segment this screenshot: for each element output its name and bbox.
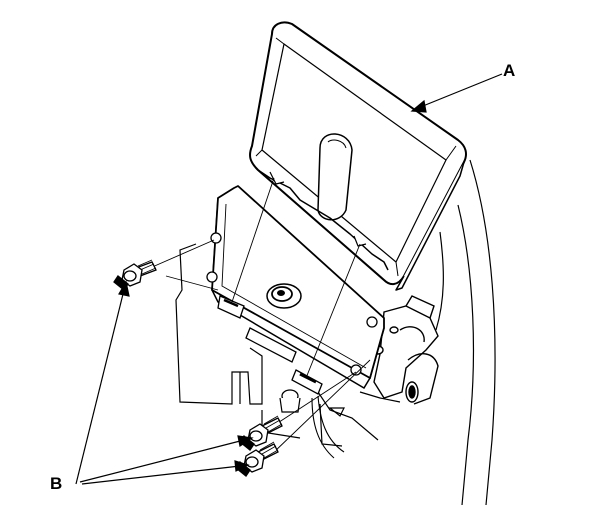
callout-label-a: A [503, 61, 516, 80]
bolt-upper-left [113, 259, 157, 291]
leader-line-a [410, 73, 503, 113]
mounting-bracket [372, 295, 439, 405]
bolt-lower-upper [239, 415, 283, 451]
bolt-lower-lower [235, 441, 279, 477]
callout-label-b: B [50, 474, 63, 493]
leader-lines-b [75, 280, 254, 485]
assembly-guide-lines [149, 177, 371, 455]
cover-part-a [249, 21, 467, 291]
